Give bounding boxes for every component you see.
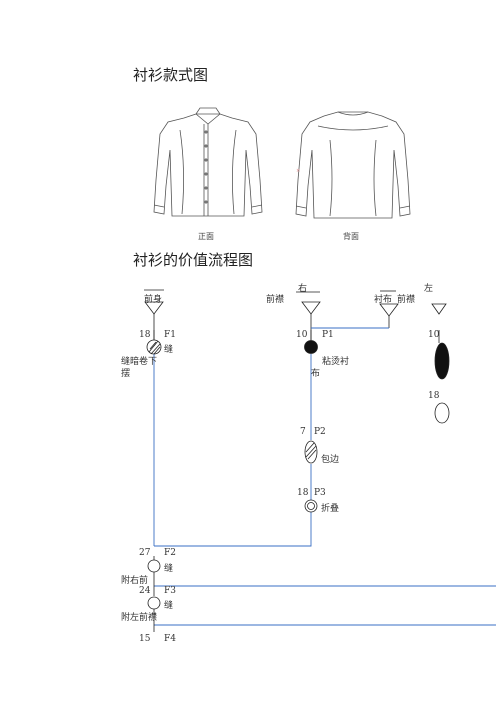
p1-text-fuse: 粘烫衬 [322,357,350,367]
f3-text-attach: 附左前襟 [121,613,158,623]
heading-shirt-style: 衬衫款式图 [133,66,209,84]
f1-text-hem: 缝暗卷下 [121,357,158,367]
f3-code: F3 [164,586,176,596]
sewing-op-f3 [147,596,161,610]
fusing-op-filled [304,340,318,354]
f2-code: F2 [164,548,176,558]
inventory-triangle-lining [379,303,399,317]
right-op-number-1: 10 [428,330,440,340]
p1-text-fuse2: 布 [311,369,321,379]
f1-number: 18 [139,330,151,340]
f1-code: F1 [164,330,176,340]
label-front-placket-right: 前襟 [397,295,416,305]
svg-text:×: × [296,168,300,174]
f4-number: 15 [139,634,151,644]
inventory-triangle-left [431,303,447,315]
inventory-triangle-front-placket [301,301,321,315]
right-op-filled [434,342,450,380]
p2-text-binding: 包边 [321,455,340,465]
folding-op-circle [304,499,318,513]
p2-code: P2 [314,427,326,437]
f2-text-sew: 缝 [164,564,174,574]
inventory-triangle-front-body [144,301,164,315]
p2-number: 7 [300,427,306,437]
p1-number: 10 [296,330,308,340]
back-caption: 背面 [343,232,359,241]
p1-code: P1 [322,330,334,340]
f2-text-attach: 附右前 [121,576,149,586]
front-shirt-drawing [153,107,263,217]
front-caption: 正面 [198,232,214,241]
label-lining: 衬布 [374,295,393,305]
f1-text-sew: 缝 [164,345,174,355]
right-op-open [434,402,450,424]
label-right: 右 [298,284,308,294]
f2-number: 27 [139,548,151,558]
f4-code: F4 [164,634,176,644]
p3-number: 18 [297,488,309,498]
f1-text-hem2: 摆 [121,369,131,379]
f3-text-sew: 缝 [164,601,174,611]
back-shirt-drawing [295,111,411,219]
label-front-placket-left: 前襟 [266,295,285,305]
label-left: 左 [424,284,434,294]
p3-text-folding: 折叠 [321,504,340,514]
label-front-body: 前身 [144,295,163,305]
sewing-op-f2 [147,559,161,573]
f3-number: 24 [139,586,151,596]
right-op-number-2: 18 [428,391,440,401]
heading-value-stream: 衬衫的价值流程图 [133,251,254,269]
p3-code: P3 [314,488,326,498]
